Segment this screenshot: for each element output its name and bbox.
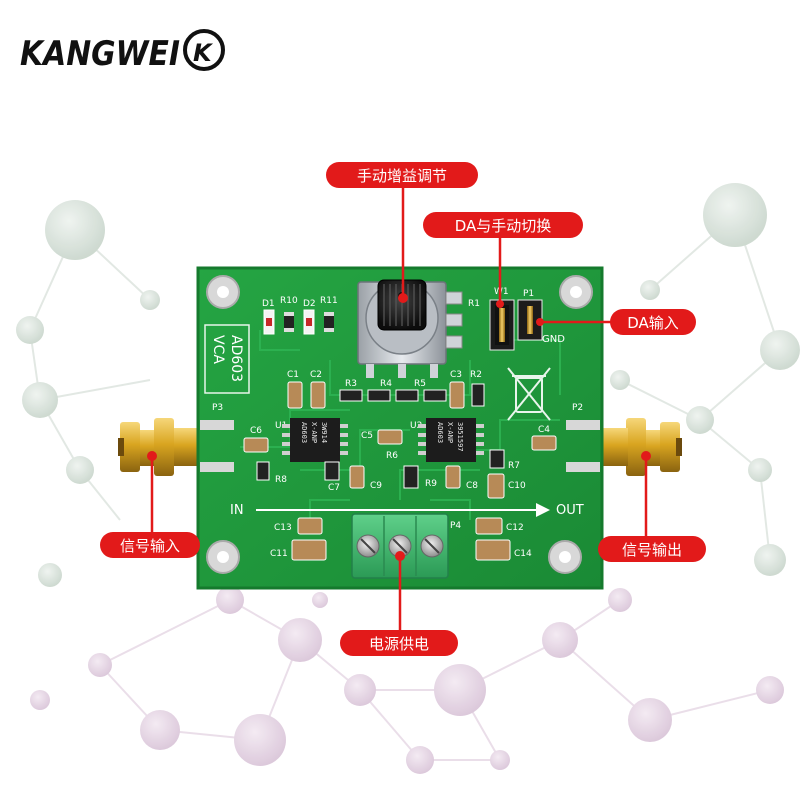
label-c11: C11 [270,549,288,559]
in-label: IN [230,503,244,518]
label-p3: P3 [212,403,223,413]
label-p4: P4 [450,521,461,531]
mount-hole-bl [206,540,240,574]
chip-u1-line3: 3W914 [320,422,328,443]
label-p2: P2 [572,403,583,413]
pcb-board: AD603 VCA D1 R10 D2 R11 R1 [196,266,604,590]
label-r5: R5 [414,379,426,389]
chip-u1-line2: X-ANP [310,422,318,443]
gnd-label: GND [542,334,565,345]
callout-manual-gain-text: 手动增益调节 [357,167,447,185]
potentiometer[interactable]: R1 [357,279,480,378]
label-u1: U1 [275,421,287,431]
callout-lines [150,186,648,632]
chip-u2-line3: 3951597 [456,422,464,452]
background-network [16,183,800,774]
callout-signal-in: 信号输入 [100,532,200,558]
label-p1: P1 [523,289,534,299]
label-d1: D1 [262,299,275,309]
label-r9: R9 [425,479,437,489]
model-label-box: AD603 VCA [204,324,250,394]
smd-lower-components: C6 C5 C4 R8 C7 C9 R6 R9 C8 R7 C10 [243,425,557,499]
smd-bottom-caps: C13 C11 P4 C12 C14 [270,517,532,561]
label-u2: U2 [410,421,422,431]
mount-hole-tr [559,275,593,309]
label-r3: R3 [345,379,357,389]
label-c5: C5 [361,431,373,441]
sma-connector-right [590,418,682,476]
label-c14: C14 [514,549,532,559]
chip-u1-line1: AD603 [300,422,308,443]
label-r6: R6 [386,451,398,461]
chip-u2-line2: X-ANP [446,422,454,443]
label-c10: C10 [508,481,526,491]
label-c4: C4 [538,425,550,435]
label-c1: C1 [287,370,299,380]
label-r1: R1 [468,299,480,309]
chip-u2: U2 AD603 X-ANP 3951597 [410,418,484,462]
label-r10: R10 [280,296,298,306]
brand-logo-mark: K [193,39,214,67]
label-c7: C7 [328,483,340,493]
jumper-header[interactable]: W1 P1 GND [489,287,565,351]
mount-hole-br [548,540,582,574]
brand-logo-circle [183,29,225,71]
weee-bin-icon [507,367,551,421]
label-r4: R4 [380,379,392,389]
function-label: VCA [210,335,226,364]
smd-top-row: D1 R10 D2 R11 [262,296,338,335]
signal-flow-arrow: IN OUT [230,503,584,518]
callout-da-switch: DA与手动切换 [423,212,583,238]
brand-logo-text: KANGWEI [20,34,180,74]
callout-power-text: 电源供电 [369,635,429,653]
callout-da-input: DA输入 [610,309,696,335]
brand-logo: KANGWEI K [20,29,225,74]
label-r11: R11 [320,296,338,306]
out-label: OUT [556,503,584,518]
label-c8: C8 [466,481,478,491]
callout-da-input-text: DA输入 [627,314,679,332]
callout-da-switch-text: DA与手动切换 [455,217,552,235]
label-c6: C6 [250,426,262,436]
callout-manual-gain: 手动增益调节 [326,162,478,188]
label-w1: W1 [494,287,509,297]
mount-hole-tl [206,275,240,309]
label-r8: R8 [275,475,287,485]
label-c12: C12 [506,523,524,533]
label-r7: R7 [508,461,520,471]
label-r2: R2 [470,370,482,380]
label-d2: D2 [303,299,316,309]
label-c13: C13 [274,523,292,533]
callout-power: 电源供电 [340,630,458,656]
chip-u2-line1: AD603 [436,422,444,443]
callout-dots [147,293,651,561]
callout-signal-out-text: 信号输出 [622,541,682,559]
callout-signal-in-text: 信号输入 [120,537,180,555]
label-c2: C2 [310,370,322,380]
label-c9: C9 [370,481,382,491]
model-label: AD603 [228,335,244,382]
callout-signal-out: 信号输出 [598,536,706,562]
label-c3: C3 [450,370,462,380]
chip-u1: U1 AD603 X-ANP 3W914 [275,418,348,462]
smd-middle-row: C1 C2 R3 R4 R5 C3 R2 [287,370,485,409]
